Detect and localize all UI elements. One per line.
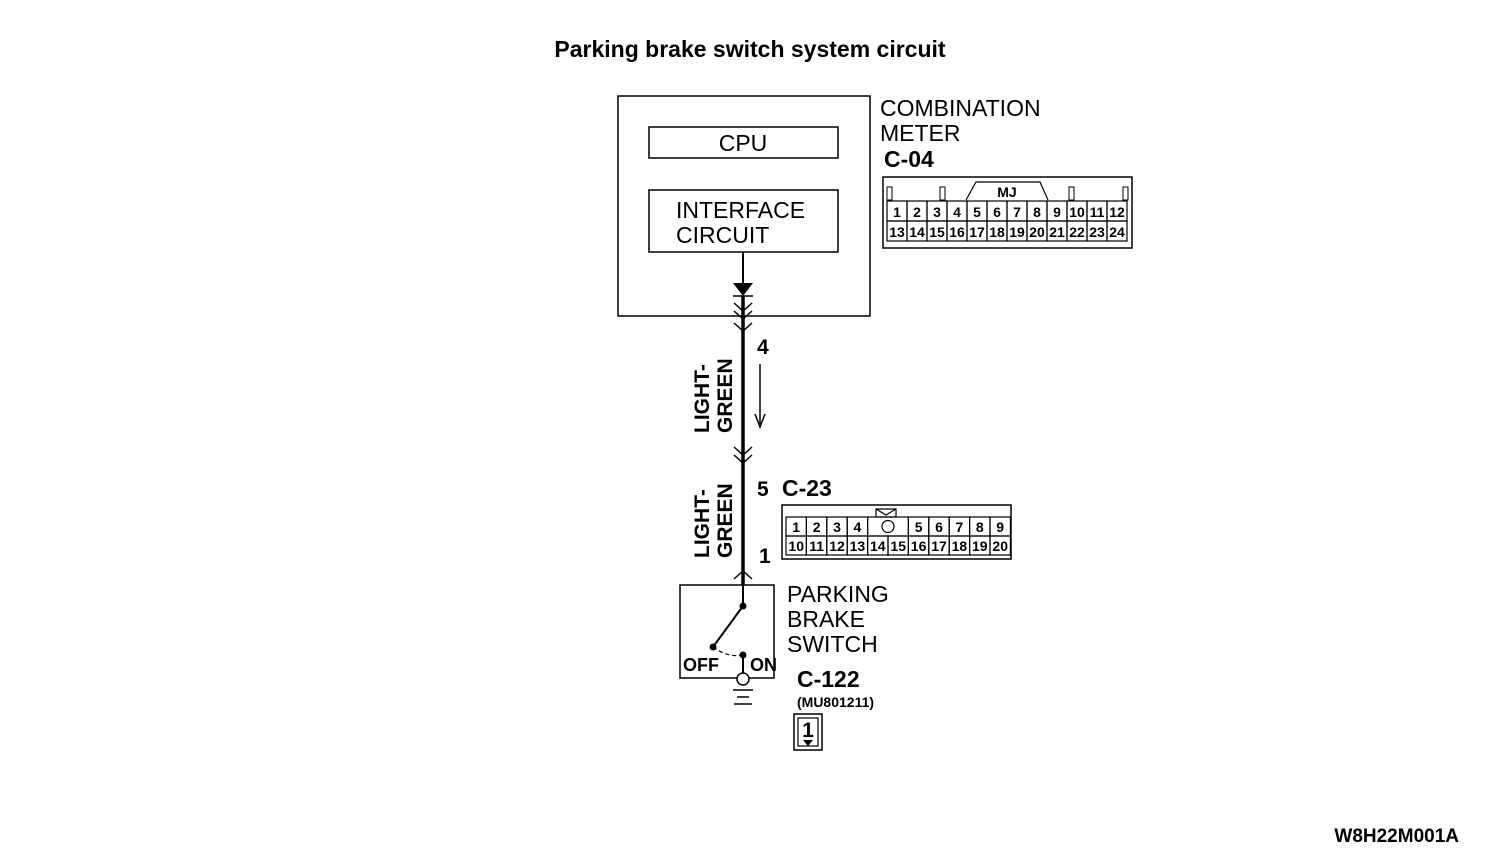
- connector-c04-pin-number: 11: [1090, 204, 1105, 220]
- connector-c04-pin-number: 7: [1013, 204, 1021, 220]
- connector-c04-pin-number: 18: [989, 224, 1005, 240]
- connector-c122-label: C-122: [797, 666, 860, 692]
- connector-c04-pin-number: 15: [929, 224, 945, 240]
- combination-meter-label-line2: METER: [880, 120, 961, 146]
- connector-c23-pin-number: 11: [809, 538, 824, 554]
- connector-c23-label: C-23: [782, 475, 832, 501]
- connector-c23-pin-number: 16: [911, 538, 927, 554]
- switch-off-label: OFF: [683, 655, 719, 675]
- connector-c23-cell: [866, 516, 909, 537]
- connector-c04-pin-number: 2: [913, 204, 921, 220]
- connector-c23-pin-number: 5: [915, 519, 923, 535]
- connector-c04-pin-number: 6: [993, 204, 1001, 220]
- connector-c23-empty-cavity-icon: [881, 519, 895, 534]
- connector-c04-pin-number: 4: [953, 204, 961, 220]
- combination-meter-label-line1: COMBINATION: [880, 95, 1041, 121]
- connector-c23-pin-number: 6: [935, 519, 943, 535]
- connector-c23-pin-number: 14: [870, 538, 886, 554]
- connector-c23-pin-number: 20: [992, 538, 1008, 554]
- interface-label-line2: CIRCUIT: [676, 222, 769, 248]
- switch-label-line3: SWITCH: [787, 631, 878, 657]
- connector-c23-pin-number: 9: [996, 519, 1004, 535]
- connector-c04-pin-number: 23: [1089, 224, 1105, 240]
- connector-c04-label: C-04: [884, 146, 934, 172]
- switch-part-number: (MU801211): [797, 694, 874, 710]
- connector-c04-pin-number: 19: [1009, 224, 1025, 240]
- ground-terminal-icon: [736, 672, 750, 686]
- switch-label-line2: BRAKE: [787, 606, 865, 632]
- connector-c23-pin-number: 8: [976, 519, 984, 535]
- connector-c04-tag: MJ: [997, 184, 1016, 200]
- connector-chevron-meter-icon: [733, 302, 753, 321]
- connector-c23-pin-number: 19: [972, 538, 988, 554]
- connector-chevron-switch-icon: [733, 569, 753, 580]
- switch-on-label: ON: [750, 655, 777, 675]
- connector-c23-pin-number: 2: [813, 519, 821, 535]
- connector-c04-pin-number: 22: [1069, 224, 1085, 240]
- connector-c23-pin-number: 15: [890, 538, 906, 554]
- connector-c04-pin-number: 13: [889, 224, 905, 240]
- connector-c04-pin-number: 12: [1109, 204, 1125, 220]
- wire-color-lower-line2: GREEN: [714, 483, 737, 558]
- connector-c23-pin-number: 4: [854, 519, 862, 535]
- connector-c04-pin-number: 5: [973, 204, 981, 220]
- cpu-label: CPU: [719, 130, 768, 156]
- connector-c23-pin-number: 1: [792, 519, 800, 535]
- connector-c04-cell: [1106, 220, 1128, 242]
- wire-color-lower-line1: LIGHT-: [691, 489, 714, 558]
- connector-c04-pin-number: 3: [933, 204, 941, 220]
- connector-c23-pin-number: 17: [931, 538, 947, 554]
- connector-c04-pin-number: 17: [969, 224, 985, 240]
- parking-brake-switch-box: [679, 584, 775, 679]
- connector-c04-pin-number: 10: [1069, 204, 1085, 220]
- pin-switch-number: 1: [759, 545, 771, 568]
- connector-c04-pin-number: 16: [949, 224, 965, 240]
- connector-c23-cell: [989, 535, 1011, 556]
- diagram-title: Parking brake switch system circuit: [554, 36, 946, 62]
- connector-c23-pin-number: 18: [952, 538, 968, 554]
- connector-c23-pin-number: 7: [956, 519, 964, 535]
- connector-c04-pin-number: 20: [1029, 224, 1045, 240]
- switch-label-line1: PARKING: [787, 581, 889, 607]
- connector-c04-pin-number: 14: [909, 224, 925, 240]
- connector-c23-pin-number: 13: [850, 538, 866, 554]
- connector-c04-pin-number: 21: [1049, 224, 1065, 240]
- current-direction-arrow-icon: [754, 413, 766, 430]
- connector-c23-pin-number: 10: [788, 538, 804, 554]
- connector-c04-pin-number: 1: [893, 204, 901, 220]
- connector-c122-pin: 1: [802, 719, 814, 742]
- connector-c23-pin-number: 3: [833, 519, 841, 535]
- wire-color-upper-line1: LIGHT-: [691, 364, 714, 433]
- figure-code: W8H22M001A: [1334, 826, 1459, 847]
- wire-color-upper-line2: GREEN: [714, 358, 737, 433]
- connector-chevron-junction-icon: [733, 446, 753, 465]
- interface-label-line1: INTERFACE: [676, 197, 805, 223]
- pin-meter-number: 4: [757, 336, 769, 359]
- connector-c04-pin-number: 24: [1109, 224, 1125, 240]
- switch-contact-lever: [712, 605, 744, 648]
- connector-c23-pin-number: 12: [829, 538, 845, 554]
- connector-c04-pin-number: 8: [1033, 204, 1041, 220]
- connector-c04-pin-number: 9: [1053, 204, 1061, 220]
- pin-junction-number: 5: [757, 478, 769, 501]
- output-arrow-icon: [733, 283, 753, 296]
- connector-c122-face: 1: [793, 713, 823, 751]
- cpu-box: [648, 126, 839, 159]
